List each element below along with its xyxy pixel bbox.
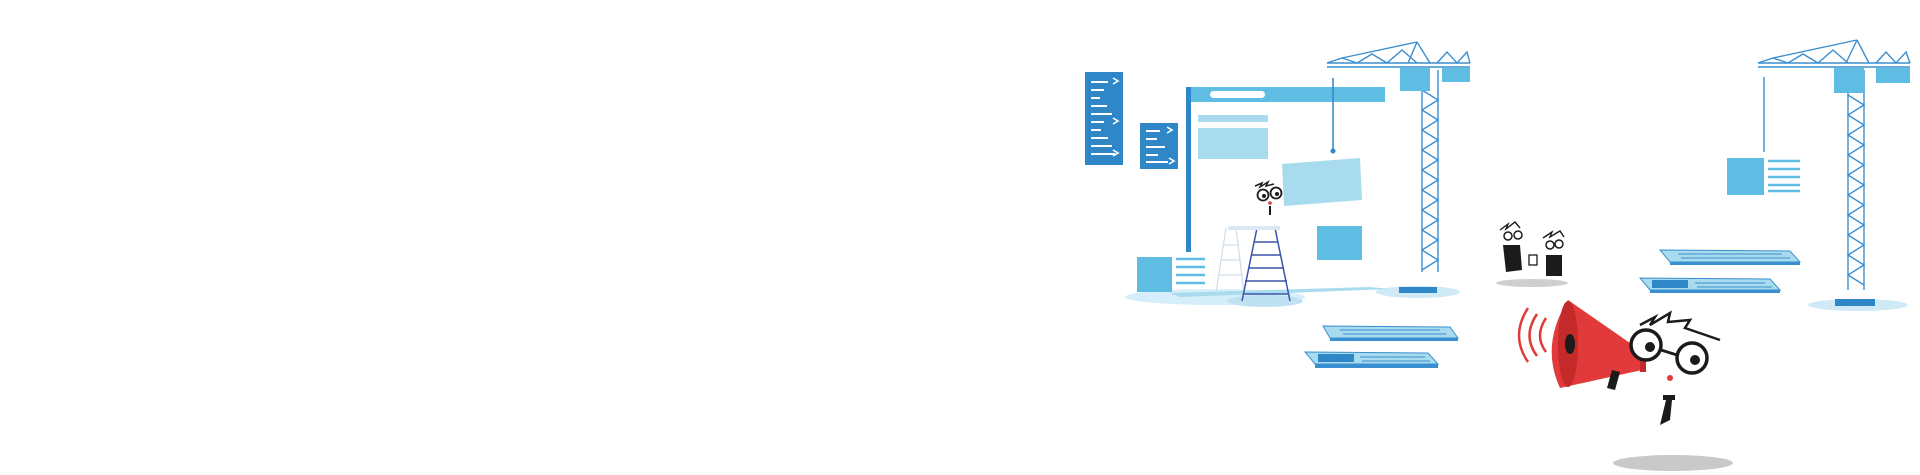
browser-image-block	[1198, 128, 1268, 159]
browser-window-title-bar	[1191, 87, 1385, 102]
page-slab-4	[1638, 277, 1782, 293]
worker-character-small	[1254, 179, 1283, 215]
browser-window-left-edge	[1186, 87, 1191, 252]
browser-window-address-field	[1210, 91, 1265, 98]
page-slab-2	[1303, 351, 1440, 368]
image-text-block-right	[1727, 158, 1800, 195]
hanging-panel-block	[1282, 158, 1362, 206]
window-bottom-edge	[1170, 287, 1390, 297]
code-document-small	[1140, 123, 1178, 169]
browser-heading-block	[1198, 115, 1268, 122]
characters-pair	[1499, 221, 1565, 276]
browser-small-block	[1317, 226, 1362, 260]
crane-icon-right	[1757, 39, 1911, 306]
crane-hook	[1330, 148, 1336, 154]
browser-window-frame	[1170, 87, 1390, 297]
ladder-icon	[1215, 226, 1291, 302]
small-characters-shadow	[1496, 279, 1568, 287]
page-slab-1	[1322, 325, 1459, 341]
page-slab-3	[1658, 249, 1802, 265]
hanging-panel	[1282, 78, 1362, 206]
ladder-ground-shadow	[1227, 295, 1303, 307]
crane-icon-left	[1326, 41, 1471, 293]
megaphone-character-shadow	[1613, 455, 1733, 471]
megaphone-character	[1517, 300, 1721, 425]
sound-waves-icon	[1517, 307, 1548, 363]
code-document-large	[1085, 72, 1123, 165]
ground-shadows	[1125, 279, 1908, 471]
image-text-block-left	[1137, 257, 1205, 292]
